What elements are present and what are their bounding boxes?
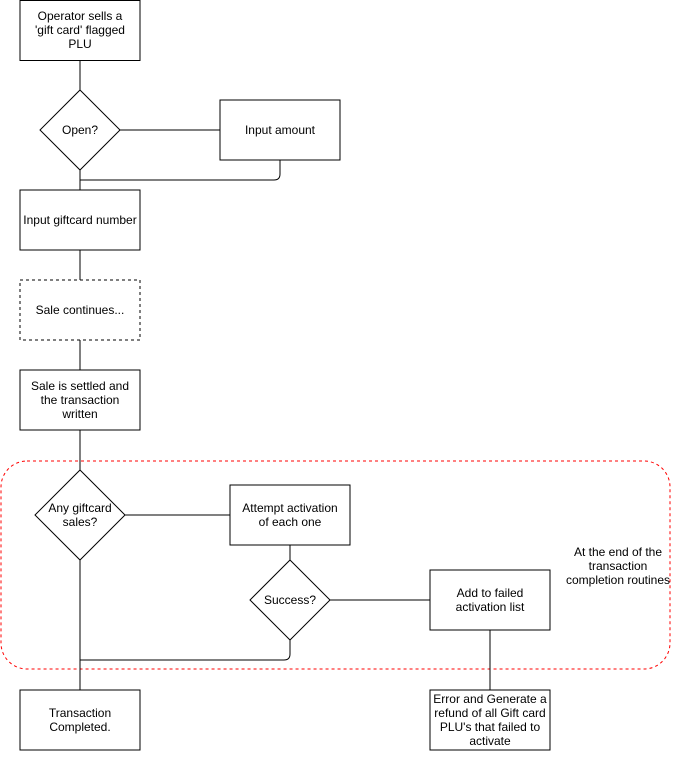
group-annotation: At the end of the transaction completion…: [565, 545, 671, 587]
attempt-activation-box: [229, 484, 351, 546]
add-failed-label: Add to failed activation list: [455, 586, 525, 614]
connector-amount-return: [80, 160, 281, 181]
input-giftcard-box: [19, 189, 141, 251]
connectors: [79, 60, 491, 690]
any-giftcard-label: Any giftcard sales?: [48, 501, 112, 529]
start-box: [19, 0, 141, 61]
input-amount-box: [219, 99, 341, 161]
transaction-completed-box: [19, 689, 141, 751]
sale-settled-label: Sale is settled and the transaction writ…: [30, 379, 130, 421]
completion-routines-group: [0, 460, 671, 670]
success-diamond: [249, 559, 331, 641]
input-amount-label: Input amount: [244, 123, 316, 137]
add-failed-box: [429, 569, 551, 631]
any-giftcard-diamond: [34, 469, 126, 561]
start-label: Operator sells a 'gift card' flagged PLU: [35, 9, 125, 51]
transaction-completed-label: Transaction Completed.: [48, 706, 112, 734]
sale-continues-box: [19, 279, 141, 341]
success-label: Success?: [263, 593, 317, 607]
open-label: Open?: [61, 123, 99, 137]
shapes: [19, 0, 551, 751]
sale-settled-box: [19, 369, 141, 431]
open-diamond: [39, 89, 121, 171]
input-giftcard-label: Input giftcard number: [23, 213, 137, 227]
sale-continues-label: Sale continues...: [35, 303, 125, 317]
connector-success-return: [80, 640, 291, 661]
error-refund-label: Error and Generate a refund of all Gift …: [433, 692, 547, 748]
error-refund-box: [429, 689, 551, 751]
attempt-activation-label: Attempt activation of each one: [242, 501, 338, 529]
